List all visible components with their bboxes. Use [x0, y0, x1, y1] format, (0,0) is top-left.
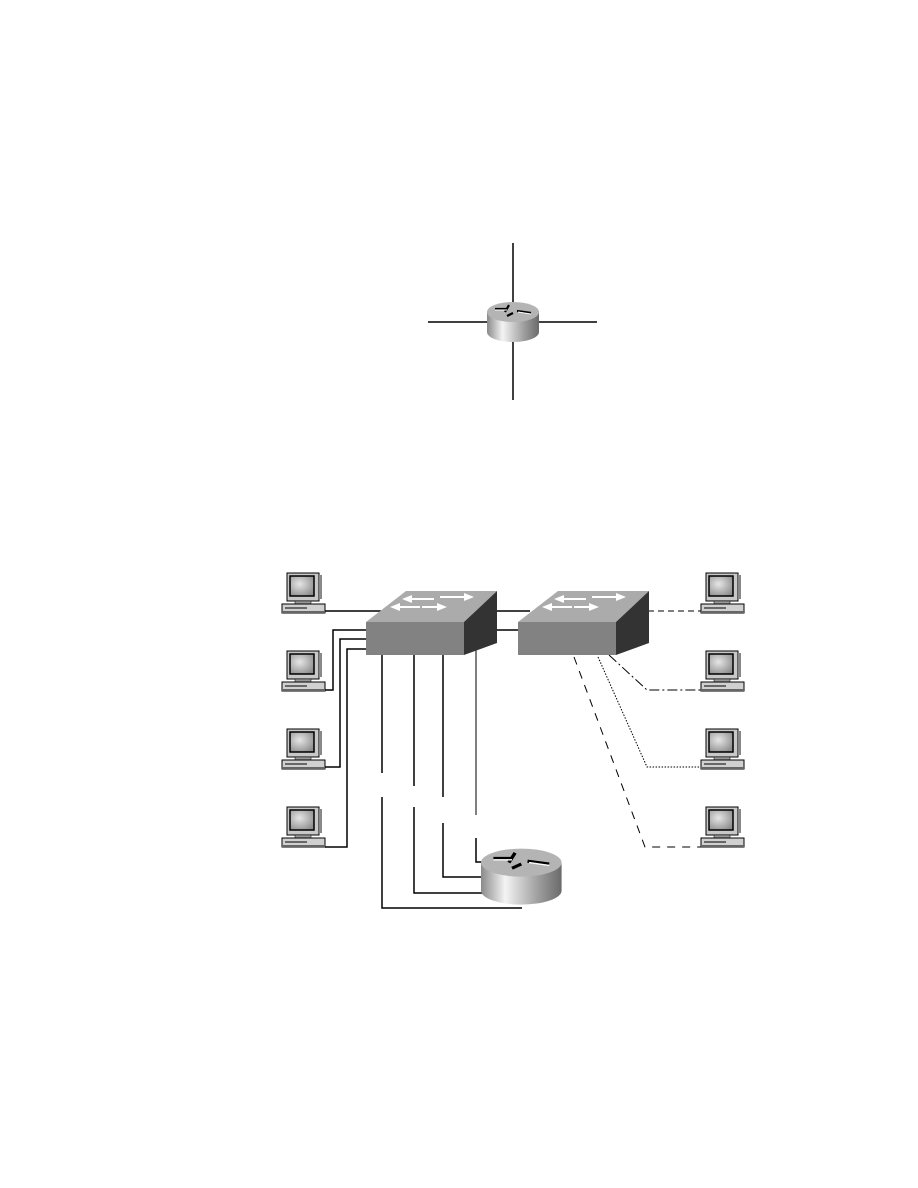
router-icon [479, 846, 564, 907]
pc-icon [700, 728, 745, 770]
switch-icon [366, 591, 497, 655]
router-icon [485, 300, 541, 344]
pc-icon [281, 728, 326, 770]
link-dash-dot [608, 654, 701, 691]
pc-icon [281, 806, 326, 848]
switch-icon [518, 591, 649, 655]
link [413, 807, 504, 894]
pc-icon [281, 650, 326, 692]
pc-icon [700, 806, 745, 848]
link-dashed [573, 656, 701, 848]
link [325, 648, 366, 848]
link [325, 638, 366, 768]
pc-icon [700, 650, 745, 692]
link-dotted [597, 656, 701, 768]
router-interfaces-diagram [428, 243, 597, 400]
pc-icon [700, 572, 745, 614]
link [381, 797, 522, 909]
pc-icon [281, 572, 326, 614]
link [325, 629, 366, 691]
